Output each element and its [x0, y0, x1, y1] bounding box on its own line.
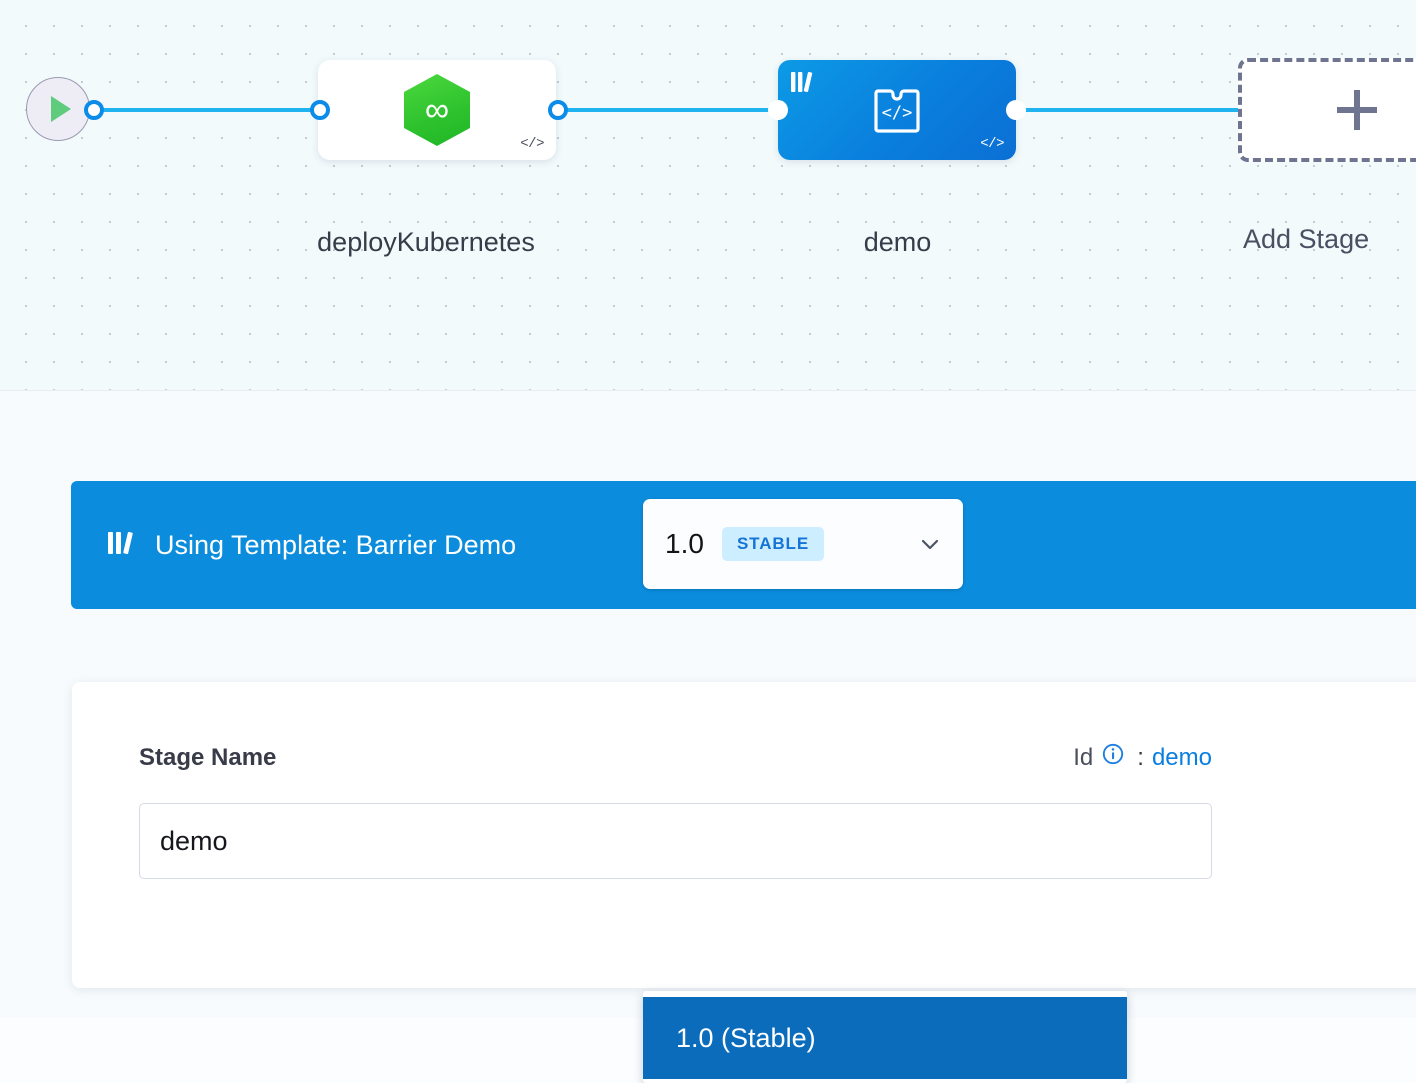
stage-id-display: Id : demo	[1073, 742, 1212, 773]
template-library-icon	[790, 70, 816, 99]
chevron-down-icon[interactable]	[919, 533, 941, 555]
add-stage-node[interactable]	[1238, 58, 1416, 162]
stage-name-row: Stage Name Id : demo	[139, 742, 1212, 773]
stage-id-value: demo	[1151, 743, 1212, 771]
play-icon	[51, 96, 71, 122]
port-demo-output[interactable]	[1006, 100, 1026, 120]
stage-node-deploykubernetes[interactable]: ∞ </>	[318, 60, 556, 160]
stage-name-label: Stage Name	[139, 743, 277, 771]
stage-name-input[interactable]	[139, 803, 1212, 879]
connector-line-start-to-deploy	[94, 108, 332, 112]
template-version-selector[interactable]: 1.0 STABLE	[643, 499, 963, 589]
port-deploy-input[interactable]	[310, 100, 330, 120]
stage-label-demo: demo	[863, 227, 932, 257]
template-banner-text: Using Template: Barrier Demo	[155, 529, 517, 560]
version-option-1-0-stable[interactable]: 1.0 (Stable)	[643, 997, 1127, 1079]
svg-text:</>: </>	[882, 103, 913, 123]
harness-hexagon-icon: ∞	[404, 74, 470, 146]
custom-stage-icon: </>	[874, 89, 920, 133]
template-banner: Using Template: Barrier Demo 1.0 STABLE	[71, 481, 1416, 609]
stable-badge: STABLE	[721, 527, 825, 561]
add-stage-label: Add Stage	[1243, 224, 1370, 254]
info-circle-icon[interactable]	[1101, 742, 1125, 773]
plus-icon	[1335, 88, 1379, 132]
id-separator: :	[1137, 743, 1144, 771]
template-version-value: 1.0	[665, 528, 704, 559]
port-start-output[interactable]	[84, 100, 104, 120]
template-library-icon	[107, 529, 137, 562]
port-demo-input[interactable]	[768, 100, 788, 120]
code-badge-icon: </>	[520, 136, 544, 152]
stage-details-card: Stage Name Id : demo	[72, 682, 1416, 988]
pipeline-start-node[interactable]	[26, 77, 90, 141]
connector-line-demo-to-add	[1006, 108, 1254, 112]
connector-line-deploy-to-demo	[550, 108, 790, 112]
stage-node-demo[interactable]: </> </>	[778, 60, 1016, 160]
id-label: Id	[1073, 743, 1094, 771]
port-deploy-output[interactable]	[548, 100, 568, 120]
template-version-dropdown-menu[interactable]: 1.0 (Stable)	[643, 991, 1127, 1083]
code-badge-icon: </>	[980, 136, 1004, 152]
stage-label-deploykubernetes: deployKubernetes	[317, 227, 535, 257]
stage-config-panel: Using Template: Barrier Demo 1.0 STABLE …	[0, 391, 1416, 1083]
pipeline-canvas[interactable]: ∞ </> </> </> deployKubernetes demo Add …	[0, 0, 1416, 391]
